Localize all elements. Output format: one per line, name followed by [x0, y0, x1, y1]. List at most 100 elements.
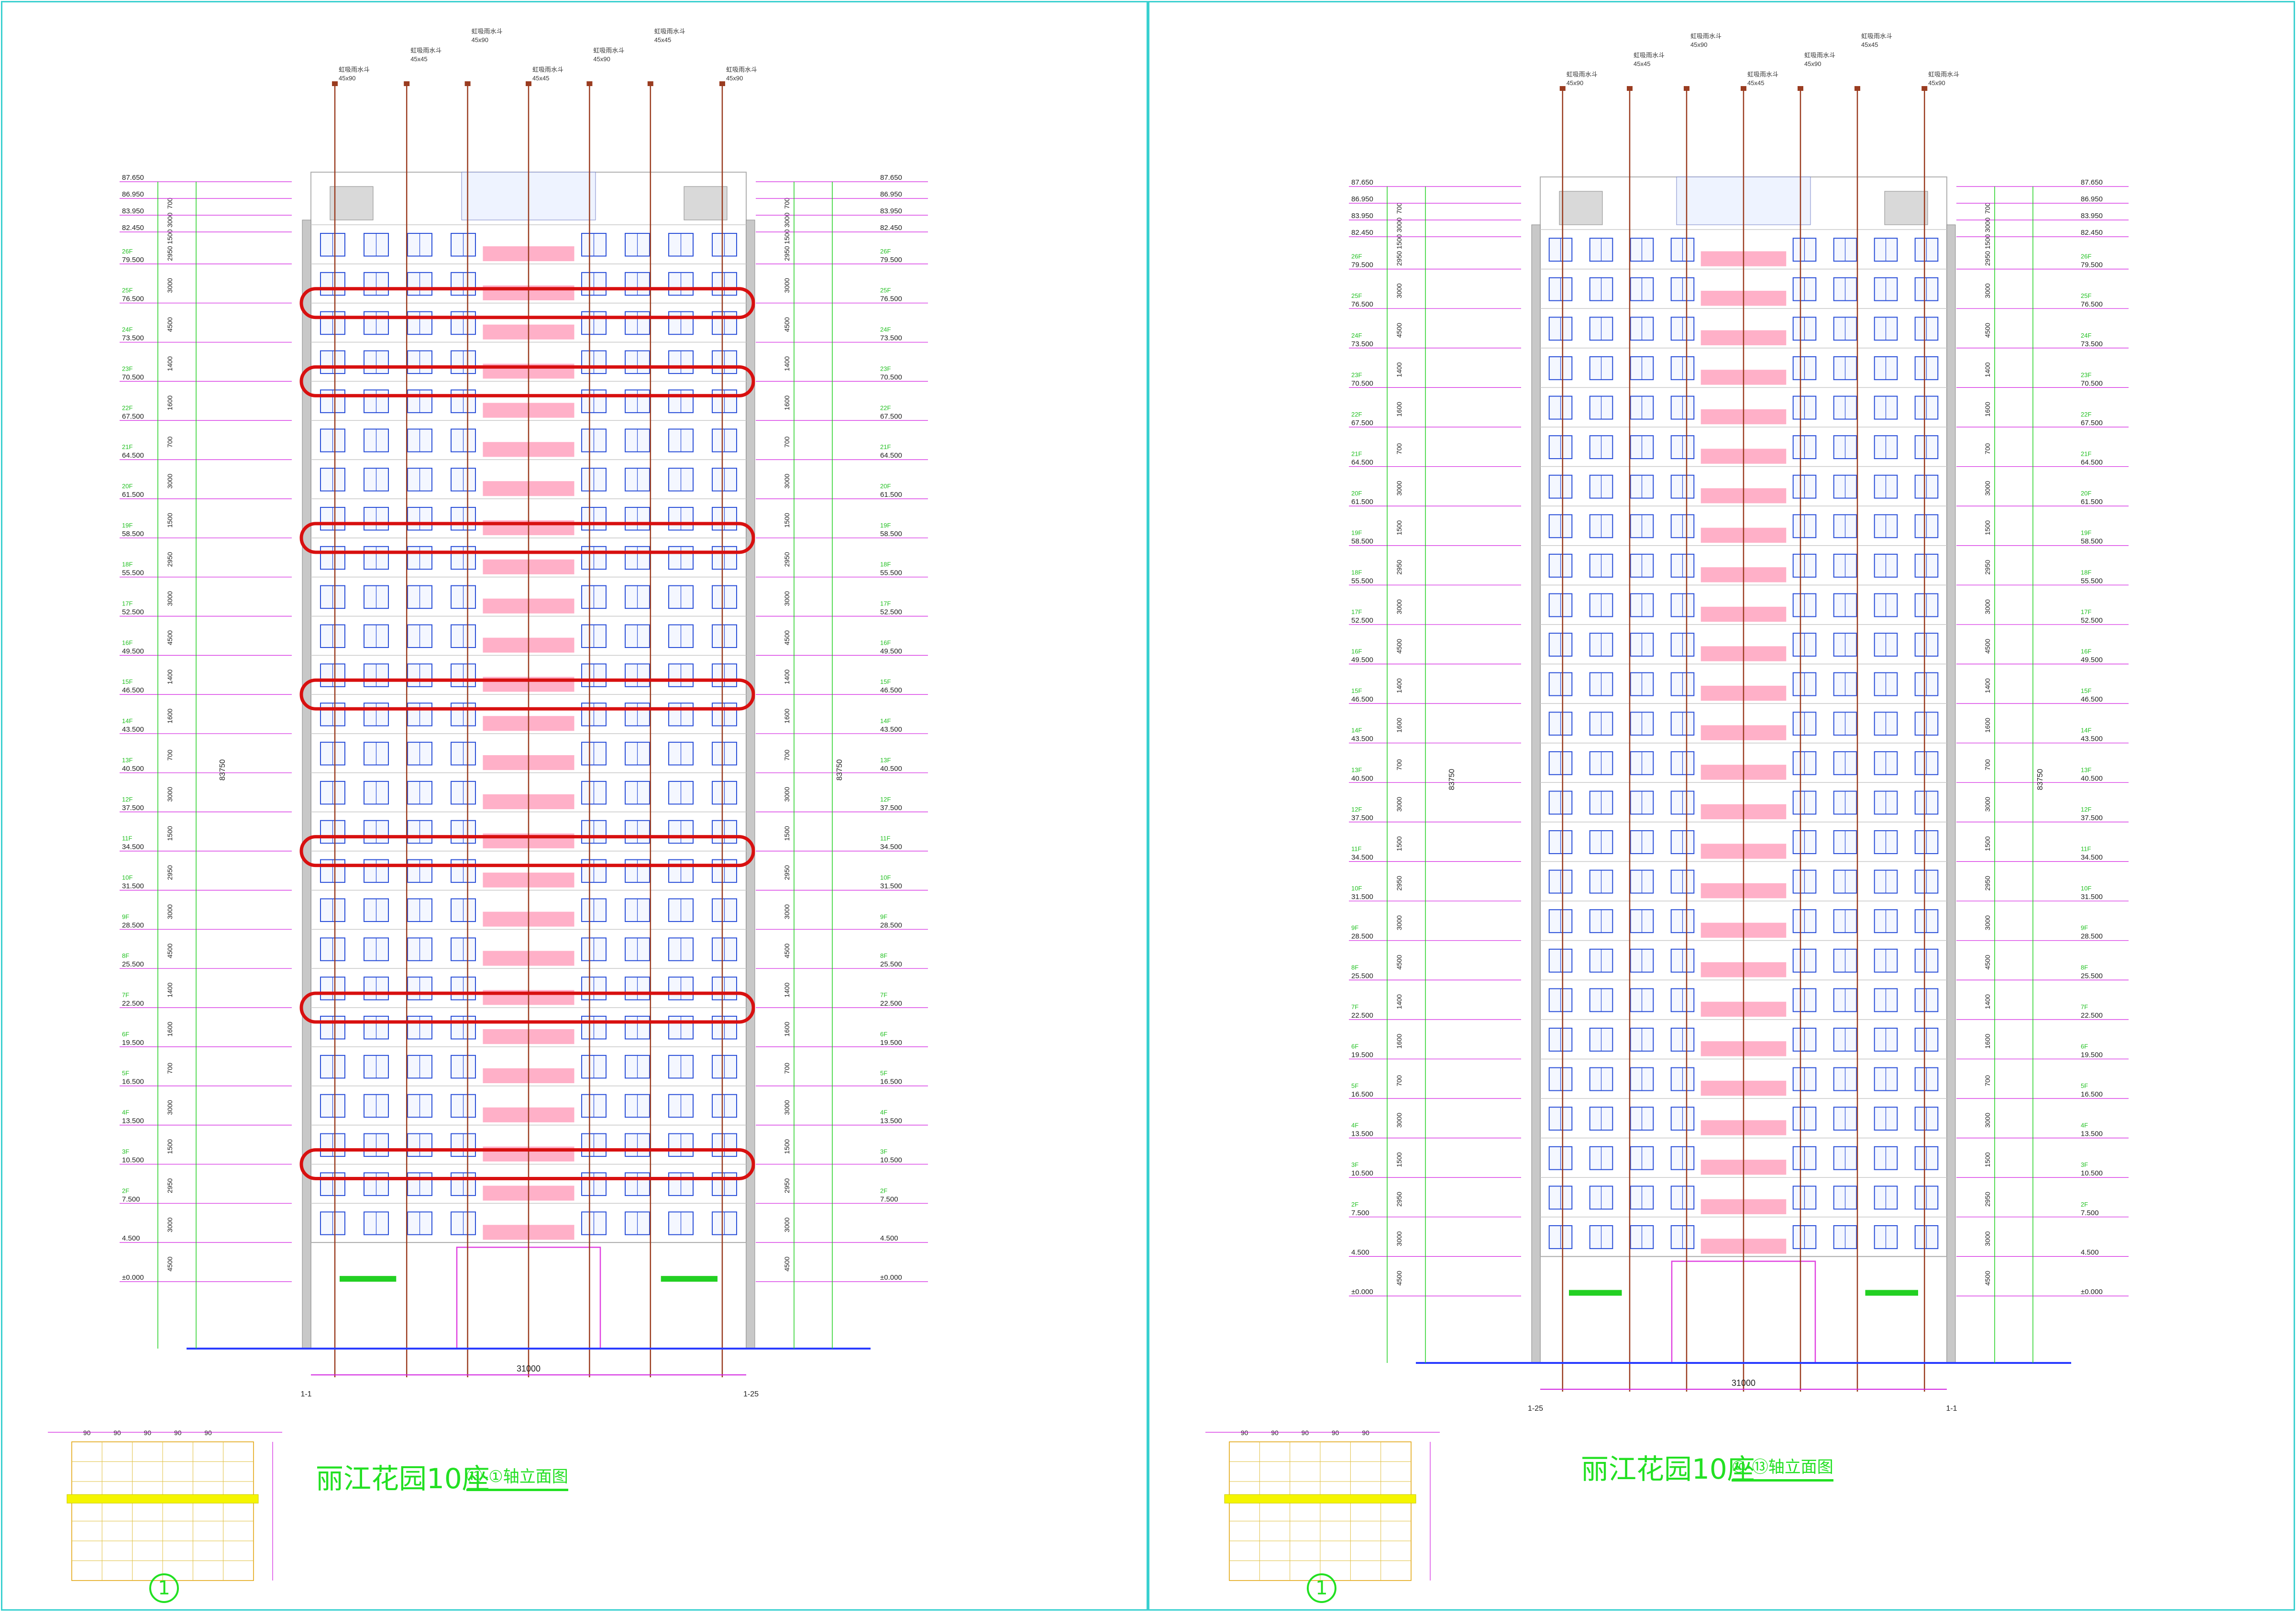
revision-cloud	[299, 287, 755, 319]
roof-block	[1884, 191, 1928, 225]
dimension-value: 3000	[1395, 599, 1403, 614]
detail-grid-value: 90	[174, 1429, 182, 1437]
dimension-value: 1500	[783, 826, 791, 841]
floor-label: 18F	[122, 561, 132, 568]
dimension-value: 1500	[1395, 234, 1403, 249]
pipe-size-text: 45x45	[1747, 79, 1764, 87]
dimension-value: 1600	[166, 395, 174, 410]
dimension-value: 1400	[166, 982, 174, 997]
right-sheet-subtitle: ⑩-⑬轴立面图	[1732, 1454, 1833, 1482]
pipe-label-text: 虹吸雨水斗	[1861, 33, 1892, 40]
level-label: 40.500	[122, 765, 144, 773]
dimension-value: 3000	[166, 591, 174, 606]
detail-grid-value: 90	[144, 1429, 152, 1437]
level-label: 55.500	[880, 569, 902, 577]
level-label: 22.500	[880, 999, 902, 1008]
dimension-value: 3000	[783, 473, 791, 488]
floor-label: 22F	[880, 404, 891, 411]
level-label: 82.450	[880, 224, 902, 232]
level-label: 28.500	[1351, 933, 1373, 941]
dimension-value: 2950	[783, 552, 791, 567]
level-label: 76.500	[122, 295, 144, 303]
level-label: 19.500	[122, 1039, 144, 1047]
dimension-value: 700	[166, 198, 174, 209]
dimension-value: 1600	[1984, 402, 1991, 417]
dimension-value: 700	[783, 436, 791, 448]
dimension-value: 4500	[166, 944, 174, 958]
podium-green-band	[1569, 1290, 1622, 1296]
floor-label: 24F	[122, 326, 132, 333]
floor-label: 7F	[880, 991, 887, 999]
dimension-value: 4500	[1984, 639, 1991, 654]
level-label: 25.500	[1351, 972, 1373, 980]
floor-label: 21F	[2081, 450, 2091, 458]
dimension-value: 1400	[1395, 362, 1403, 377]
pipe-size-text: 45x90	[472, 36, 488, 44]
pipe-head	[1798, 86, 1803, 91]
level-label: 28.500	[122, 921, 144, 929]
level-label: 40.500	[1351, 774, 1373, 782]
floor-label: 10F	[1351, 885, 1362, 892]
level-label: 43.500	[2081, 735, 2103, 743]
level-label: 37.500	[880, 804, 902, 812]
dimension-value: 1500	[1395, 1152, 1403, 1167]
level-label: 25.500	[880, 960, 902, 968]
dimension-value: 700	[166, 436, 174, 448]
floor-label: 6F	[122, 1031, 129, 1038]
detail-grid-value: 90	[83, 1429, 91, 1437]
dimension-value: 3000	[1984, 1231, 1991, 1246]
level-label: 46.500	[2081, 695, 2103, 703]
level-label: 10.500	[1351, 1169, 1373, 1177]
floor-label: 11F	[1351, 845, 1361, 852]
dimension-value: 700	[1984, 443, 1991, 454]
dimension-value: 4500	[166, 1256, 174, 1271]
dimension-value: 3000	[783, 212, 791, 227]
level-label: 64.500	[122, 451, 144, 460]
level-label: 73.500	[880, 334, 902, 342]
floor-label: 4F	[1351, 1122, 1358, 1129]
floor-label: 11F	[2081, 845, 2091, 852]
pipe-label-text: 虹吸雨水斗	[1747, 71, 1778, 78]
level-label: 83.950	[880, 207, 902, 215]
dimension-value: 3000	[166, 904, 174, 919]
floor-label: 13F	[122, 757, 132, 764]
left-sheet-frame	[1, 1, 1148, 1611]
level-label: 19.500	[2081, 1051, 2103, 1059]
dimension-value: 4500	[166, 630, 174, 645]
level-label: 16.500	[2081, 1090, 2103, 1098]
dimension-value: 1400	[1395, 994, 1403, 1009]
floor-label: 17F	[122, 600, 132, 607]
dimension-value: 2950	[783, 865, 791, 880]
dimension-value: 1500	[166, 826, 174, 841]
dimension-value: 1500	[1395, 836, 1403, 851]
level-label: 61.500	[122, 491, 144, 499]
dimension-value: 2950	[783, 1178, 791, 1193]
level-label: 70.500	[880, 373, 902, 381]
dimension-value: 1500	[166, 229, 174, 244]
dimension-value: 1500	[783, 229, 791, 244]
dimension-value: 3000	[166, 787, 174, 802]
pipe-head	[1741, 86, 1746, 91]
dimension-value: 1500	[166, 1139, 174, 1154]
floor-label: 14F	[1351, 727, 1362, 734]
level-label: 76.500	[880, 295, 902, 303]
pipe-size-text: 45x90	[1804, 60, 1821, 67]
detail-yellow-band	[66, 1494, 259, 1504]
floor-label: 15F	[2081, 687, 2091, 694]
dimension-value: 2950	[1984, 251, 1991, 266]
dimension-value: 1400	[1395, 678, 1403, 693]
pipe-label-text: 虹吸雨水斗	[654, 28, 685, 35]
dimension-value: 4500	[1984, 323, 1991, 338]
pipe-head	[647, 81, 653, 86]
level-label: 16.500	[1351, 1090, 1373, 1098]
detail-grid-value: 90	[113, 1429, 121, 1437]
floor-label: 19F	[1351, 529, 1362, 537]
right-sheet-title: 丽江花园10座	[1581, 1453, 1755, 1485]
level-label: 58.500	[1351, 538, 1373, 546]
level-label: ±0.000	[1351, 1288, 1373, 1296]
dimension-value: 3000	[166, 1100, 174, 1115]
floor-label: 10F	[2081, 885, 2091, 892]
floor-label: 18F	[2081, 569, 2091, 576]
dimension-value: 1500	[1984, 234, 1991, 249]
